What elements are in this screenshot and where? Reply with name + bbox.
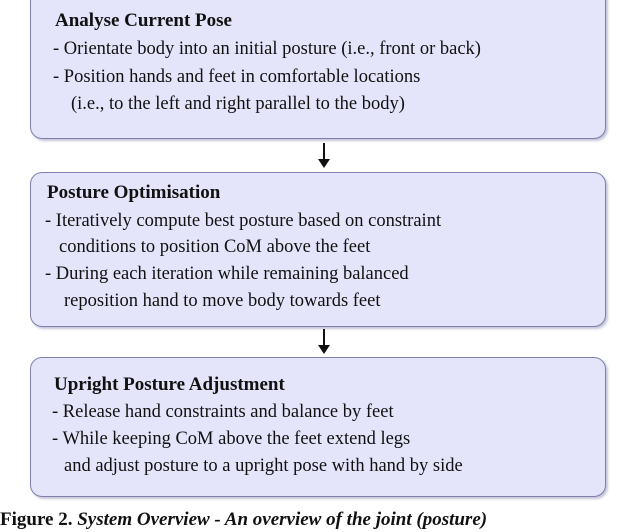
step-title: Analyse Current Pose — [55, 10, 232, 31]
flow-arrow-down-icon — [318, 143, 330, 169]
step-box-upright-posture-adjustment: Upright Posture Adjustment - Release han… — [30, 357, 606, 497]
step-bullet: - Orientate body into an initial posture… — [53, 39, 481, 59]
caption-text: System Overview - An overview of the joi… — [77, 509, 488, 530]
caption-label: Figure 2. — [0, 509, 73, 530]
step-box-analyse-current-pose: Analyse Current Pose - Orientate body in… — [30, 0, 606, 139]
step-bullet: - Release hand constraints and balance b… — [52, 402, 394, 422]
step-title: Posture Optimisation — [47, 182, 221, 203]
flow-arrow-down-icon — [318, 329, 330, 355]
step-box-posture-optimisation: Posture Optimisation - Iteratively compu… — [30, 172, 606, 327]
step-bullet: - Position hands and feet in comfortable… — [53, 67, 421, 87]
step-bullet-continuation: reposition hand to move body towards fee… — [64, 291, 381, 311]
step-bullet: - During each iteration while remaining … — [45, 264, 409, 284]
step-bullet-continuation: (i.e., to the left and right parallel to… — [71, 94, 405, 114]
step-bullet: - While keeping CoM above the feet exten… — [52, 429, 411, 449]
step-bullet-continuation: conditions to position CoM above the fee… — [59, 237, 371, 257]
step-title: Upright Posture Adjustment — [54, 374, 285, 395]
figure-caption: Figure 2. System Overview - An overview … — [0, 508, 487, 532]
step-bullet: - Iteratively compute best posture based… — [45, 211, 442, 231]
step-bullet-continuation: and adjust posture to a upright pose wit… — [64, 456, 463, 476]
